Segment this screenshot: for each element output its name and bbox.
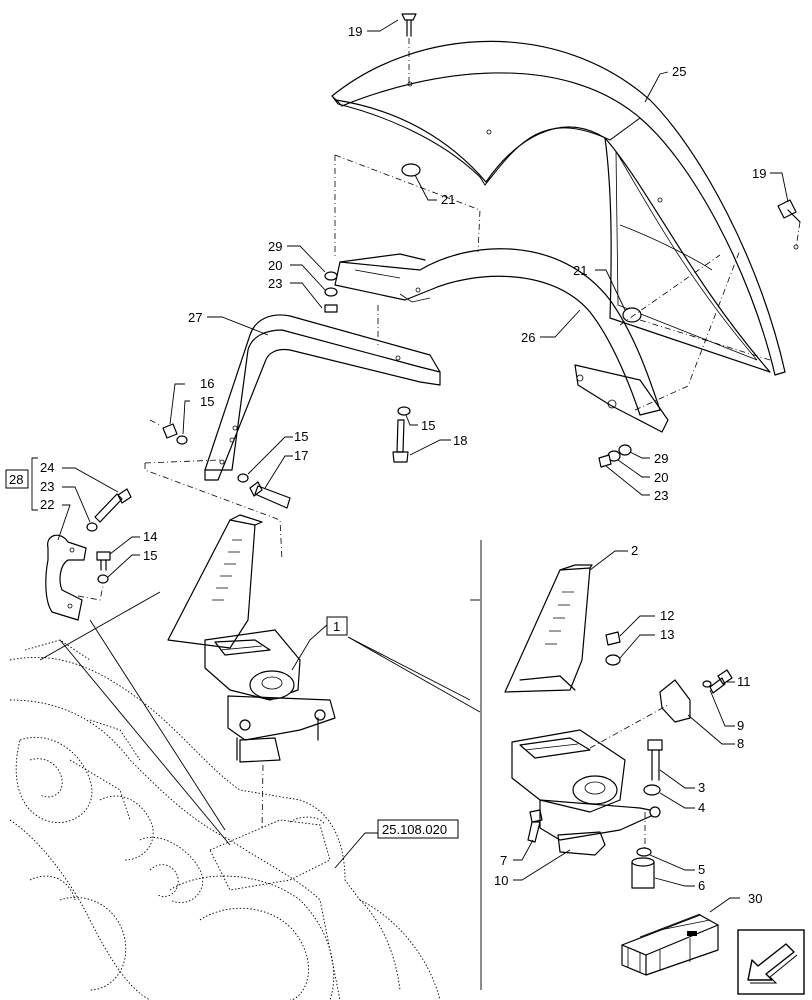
label-15-a: 15 <box>200 394 214 409</box>
tractor-axle-reference <box>9 639 441 1000</box>
label-21-right: 21 <box>573 263 587 278</box>
washer-5 <box>636 847 652 857</box>
bolt-19-right <box>777 199 801 249</box>
nut-23-top <box>324 304 338 313</box>
bracket-part-10 <box>557 831 606 856</box>
label-11: 11 <box>737 674 751 689</box>
washer-13 <box>605 654 621 666</box>
label-15-b: 15 <box>294 429 308 444</box>
crate-icon <box>621 913 719 976</box>
bracket-part-8 <box>659 679 691 723</box>
washer-15-a <box>176 435 188 445</box>
label-29-top: 29 <box>268 239 282 254</box>
label-9: 9 <box>737 718 744 733</box>
label-24: 24 <box>40 460 54 475</box>
ref-box-1 <box>326 616 348 636</box>
label-23-left: 23 <box>40 479 54 494</box>
label-4: 4 <box>698 800 705 815</box>
washer-21-top <box>401 163 421 177</box>
label-17: 17 <box>294 448 308 463</box>
label-3: 3 <box>698 780 705 795</box>
label-10: 10 <box>494 873 508 888</box>
label-21-top: 21 <box>441 192 455 207</box>
label-5: 5 <box>698 862 705 877</box>
bracket-part-26 <box>334 248 669 433</box>
label-19-top: 19 <box>348 24 362 39</box>
ref-box-28 <box>5 469 29 489</box>
bolt-18 <box>392 419 409 463</box>
label-25: 25 <box>672 64 686 79</box>
label-14: 14 <box>143 529 157 544</box>
washer-29-right <box>618 444 632 456</box>
label-2: 2 <box>631 543 638 558</box>
nut-12 <box>605 631 621 646</box>
label-19-right: 19 <box>752 166 766 181</box>
bracket-part-22 <box>45 534 87 621</box>
label-1: 1 <box>333 619 340 634</box>
label-13: 13 <box>660 627 674 642</box>
label-6: 6 <box>698 878 705 893</box>
bolt-19-top <box>401 13 417 84</box>
label-20-right: 20 <box>654 470 668 485</box>
label-15-d: 15 <box>143 548 157 563</box>
mount-assembly-left <box>167 514 336 763</box>
label-7: 7 <box>500 853 507 868</box>
label-29-right: 29 <box>654 451 668 466</box>
arrow-down-left-icon[interactable] <box>737 929 805 995</box>
label-12: 12 <box>660 608 674 623</box>
washer-9 <box>702 680 712 688</box>
washer-15-b <box>237 473 249 483</box>
label-26: 26 <box>521 330 535 345</box>
bolt-24 <box>94 488 132 523</box>
label-28: 28 <box>9 472 23 487</box>
label-8: 8 <box>737 736 744 751</box>
label-22: 22 <box>40 497 54 512</box>
washer-4 <box>643 784 661 796</box>
fender-part-25 <box>331 40 799 376</box>
nut-23-right <box>598 454 612 468</box>
label-20-top: 20 <box>268 258 282 273</box>
washer-29-top <box>324 271 338 281</box>
bolt-14 <box>96 551 111 571</box>
label-23-right: 23 <box>654 488 668 503</box>
label-15-c: 15 <box>421 418 435 433</box>
label-18: 18 <box>453 433 467 448</box>
washer-15-d <box>97 574 109 584</box>
mount-body-right <box>511 729 661 841</box>
washer-21-right <box>622 307 642 323</box>
label-23-top: 23 <box>268 276 282 291</box>
bolt-11 <box>709 669 733 694</box>
bracket-part-27 <box>204 314 441 481</box>
washer-15-c <box>397 406 411 416</box>
reference-link[interactable]: 25.108.020 <box>382 822 447 837</box>
label-27: 27 <box>188 310 202 325</box>
bolt-3 <box>647 739 663 781</box>
reference-link-box[interactable] <box>377 819 459 839</box>
mount-bracket-part-2 <box>504 564 593 693</box>
label-30: 30 <box>748 891 762 906</box>
bolt-7 <box>527 809 543 843</box>
washer-20-top <box>324 287 338 297</box>
bushing-6 <box>631 857 655 889</box>
bolt-17 <box>249 481 291 509</box>
nut-23-left <box>86 522 98 532</box>
label-16: 16 <box>200 376 214 391</box>
nut-16 <box>162 423 178 439</box>
